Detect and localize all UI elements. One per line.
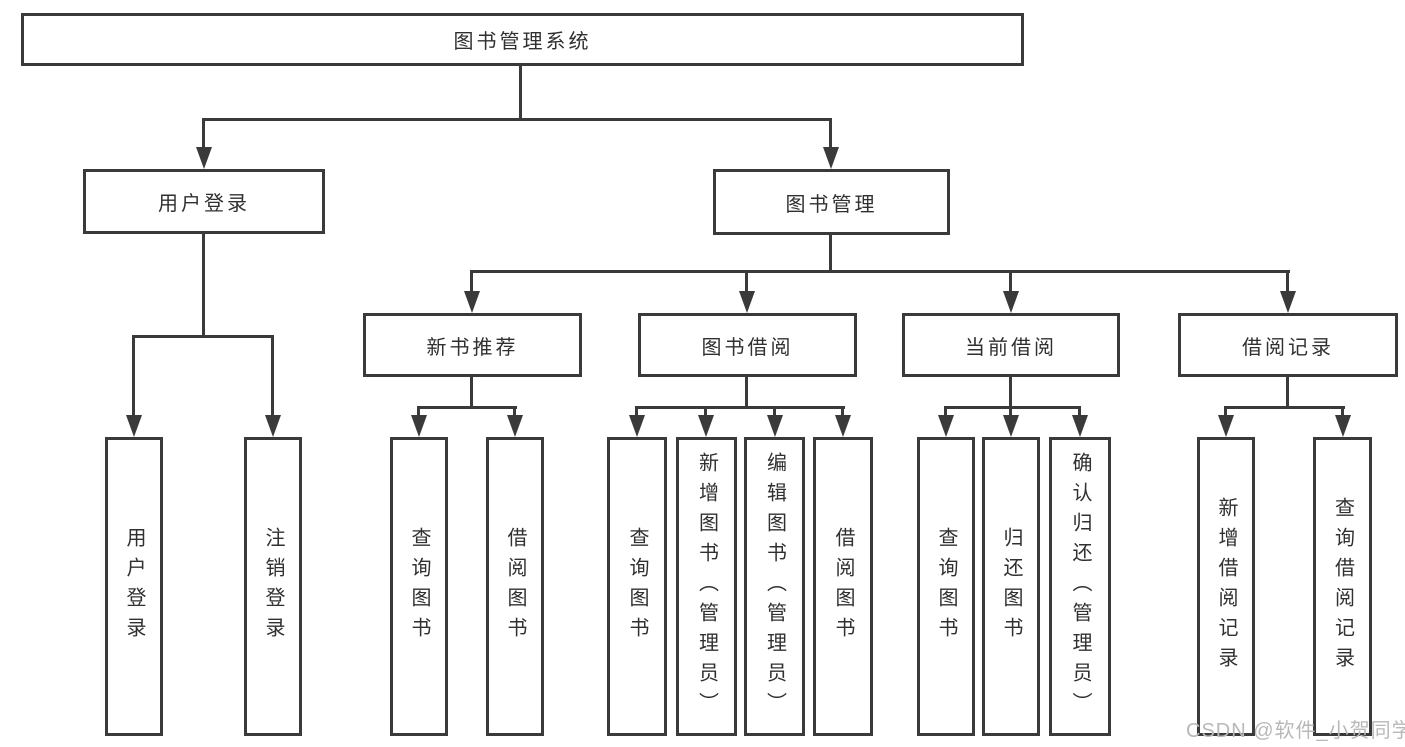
node-root-label: 图书管理系统 [453,31,592,53]
connector-line [1009,406,1012,417]
leaf-bb-add-books-label: 新增图书（管理员） [695,451,718,722]
leaf-cb-confirm-return: 确认归还（管理员） [1049,437,1111,736]
leaf-br-query-record: 查询借阅记录 [1313,437,1372,736]
node-current-borrow-label: 当前借阅 [965,336,1057,359]
leaf-bb-edit-books-label: 编辑图书（管理员） [763,451,786,722]
connector-line [202,233,205,337]
connector-line [829,235,832,272]
leaf-br-add-record-label: 新增借阅记录 [1215,496,1237,677]
node-borrow-records: 借阅记录 [1178,313,1398,377]
connector-line [841,406,844,417]
connector-line [1341,406,1344,417]
leaf-br-query-record-label: 查询借阅记录 [1331,496,1354,677]
connector-line [513,406,516,417]
leaf-cb-return-books-label: 归还图书 [1000,526,1022,647]
connector-line [1286,270,1289,293]
arrow-down-icon [938,415,954,437]
connector-line [1224,406,1227,417]
arrow-down-icon [265,415,281,437]
node-book-borrow: 图书借阅 [638,313,857,377]
arrow-down-icon [464,291,480,313]
connector-line [132,335,135,417]
leaf-user-login: 用户登录 [105,437,163,736]
leaf-bb-query-books: 查询图书 [607,437,667,736]
connector-line [829,118,832,148]
leaf-bb-query-books-label: 查询图书 [626,526,648,647]
leaf-bb-add-books: 新增图书（管理员） [676,437,737,736]
arrow-down-icon [507,415,523,437]
connector-line [745,270,748,293]
connector-line [519,64,522,120]
node-book-borrow-label: 图书借阅 [701,336,794,359]
arrow-down-icon [767,415,783,437]
arrow-down-icon [629,415,645,437]
leaf-user-login-label: 用户登录 [123,526,145,647]
arrow-down-icon [196,147,212,169]
node-new-book-recommend-label: 新书推荐 [426,336,519,359]
connector-line [635,406,638,417]
arrow-down-icon [1003,291,1019,313]
connector-line [1009,270,1012,293]
node-borrow-records-label: 借阅记录 [1242,336,1334,359]
connector-line [202,118,832,121]
connector-line [704,406,707,417]
connector-line [271,335,274,417]
connector-line [635,406,845,409]
leaf-cb-query-books: 查询图书 [917,437,975,736]
connector-line [773,406,776,417]
node-user-login: 用户登录 [83,169,325,234]
leaf-nbr-borrow-books-label: 借阅图书 [504,526,526,647]
csdn-watermark: CSDN @软件_小贺同学 [1186,720,1405,742]
connector-line [470,377,473,409]
arrow-down-icon [126,415,142,437]
leaf-bb-edit-books: 编辑图书（管理员） [744,437,805,736]
connector-line [1224,406,1345,409]
arrow-down-icon [1003,415,1019,437]
node-book-management: 图书管理 [713,169,950,235]
connector-line [417,406,517,409]
leaf-logout-label: 注销登录 [262,526,284,647]
connector-line [417,406,420,417]
connector-line [132,335,274,338]
connector-line [944,406,947,417]
leaf-nbr-query-books-label: 查询图书 [408,526,430,647]
arrow-down-icon [1280,291,1296,313]
leaf-bb-borrow-books: 借阅图书 [813,437,873,736]
leaf-cb-return-books: 归还图书 [982,437,1040,736]
arrow-down-icon [1218,415,1234,437]
arrow-down-icon [1335,415,1351,437]
connector-line [470,270,1290,273]
connector-line [470,270,473,293]
node-current-borrow: 当前借阅 [902,313,1120,377]
connector-line [1078,406,1081,417]
leaf-cb-query-books-label: 查询图书 [935,526,957,647]
arrow-down-icon [698,415,714,437]
leaf-nbr-borrow-books: 借阅图书 [486,437,544,736]
leaf-br-add-record: 新增借阅记录 [1197,437,1255,736]
connector-line [1286,377,1289,409]
arrow-down-icon [411,415,427,437]
arrow-down-icon [835,415,851,437]
node-user-login-label: 用户登录 [158,193,250,215]
connector-line [1009,377,1012,409]
node-root: 图书管理系统 [21,13,1024,66]
leaf-cb-confirm-return-label: 确认归还（管理员） [1069,451,1091,722]
arrow-down-icon [1072,415,1088,437]
leaf-logout: 注销登录 [244,437,302,736]
node-new-book-recommend: 新书推荐 [363,313,582,377]
connector-line [202,118,205,148]
arrow-down-icon [823,147,839,169]
connector-line [944,406,1081,409]
connector-line [745,377,748,409]
leaf-nbr-query-books: 查询图书 [390,437,448,736]
arrow-down-icon [739,291,755,313]
leaf-bb-borrow-books-label: 借阅图书 [832,526,854,647]
node-book-management-label: 图书管理 [785,193,878,216]
